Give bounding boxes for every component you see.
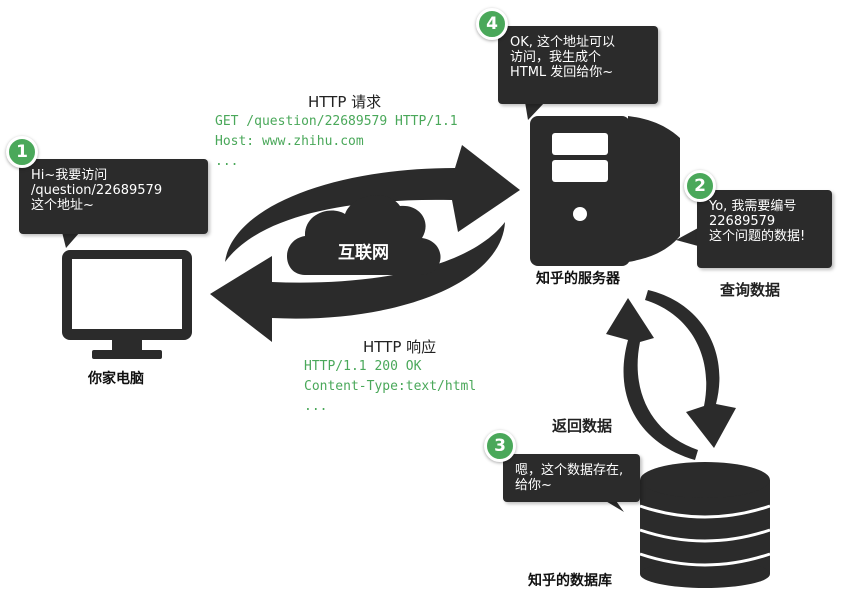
response-line-3: ... [304,399,328,414]
response-title: HTTP 响应 [363,338,437,356]
step-1-line-1: Hi~我要访问 [31,168,108,183]
query-arrow [645,290,736,448]
response-line-1: HTTP/1.1 200 OK [304,359,422,374]
request-line-1: GET /question/22689579 HTTP/1.1 [215,114,458,129]
computer-icon [62,250,192,359]
request-arrow [225,145,520,262]
step-2-line-2: 22689579 [709,214,776,229]
response-arrow [210,222,505,342]
bubble-1-tail [62,232,80,248]
query-data-label: 查询数据 [720,281,781,299]
request-line-3: ... [215,154,239,169]
step-1-badge: 1 [6,136,38,168]
step-2-line-1: Yo, 我需要编号 [709,199,797,214]
bubble-4-tail [525,102,545,120]
step-4-bubble: OK, 这个地址可以 访问，我生成个 HTML 发回给你~ [498,26,658,104]
database-caption: 知乎的数据库 [528,573,612,589]
response-code: HTTP/1.1 200 OK Content-Type:text/html .… [304,357,476,417]
step-2-badge: 2 [684,170,716,202]
step-3-badge: 3 [484,430,516,462]
step-4-line-3: HTML 发回给你~ [510,65,614,80]
step-4-line-2: 访问，我生成个 [510,50,602,65]
return-data-label: 返回数据 [552,417,613,435]
internet-cloud-icon [286,195,441,275]
step-3-bubble: 嗯，这个数据存在, 给你~ [503,454,640,502]
bubble-2-tail [676,228,698,246]
step-3-line-1: 嗯，这个数据存在, [515,463,624,478]
computer-caption: 你家电脑 [88,371,144,387]
server-caption: 知乎的服务器 [536,271,620,287]
database-icon [639,462,771,588]
step-1-line-2: /question/22689579 [31,183,163,198]
step-2-line-3: 这个问题的数据! [709,229,806,244]
request-line-2: Host: www.zhihu.com [215,134,364,149]
step-2-bubble: Yo, 我需要编号 22689579 这个问题的数据! [697,190,832,268]
response-line-2: Content-Type:text/html [304,379,477,394]
step-4-line-1: OK, 这个地址可以 [510,35,616,50]
step-4-badge: 4 [476,8,508,40]
return-arrow [606,298,698,460]
step-1-line-3: 这个地址~ [31,198,94,213]
internet-label: 互联网 [338,243,389,263]
server-icon [530,116,680,266]
step-1-bubble: Hi~我要访问 /question/22689579 这个地址~ [19,159,208,234]
step-3-line-2: 给你~ [515,478,552,493]
request-code: GET /question/22689579 HTTP/1.1 Host: ww… [215,112,458,172]
request-title: HTTP 请求 [308,93,382,111]
